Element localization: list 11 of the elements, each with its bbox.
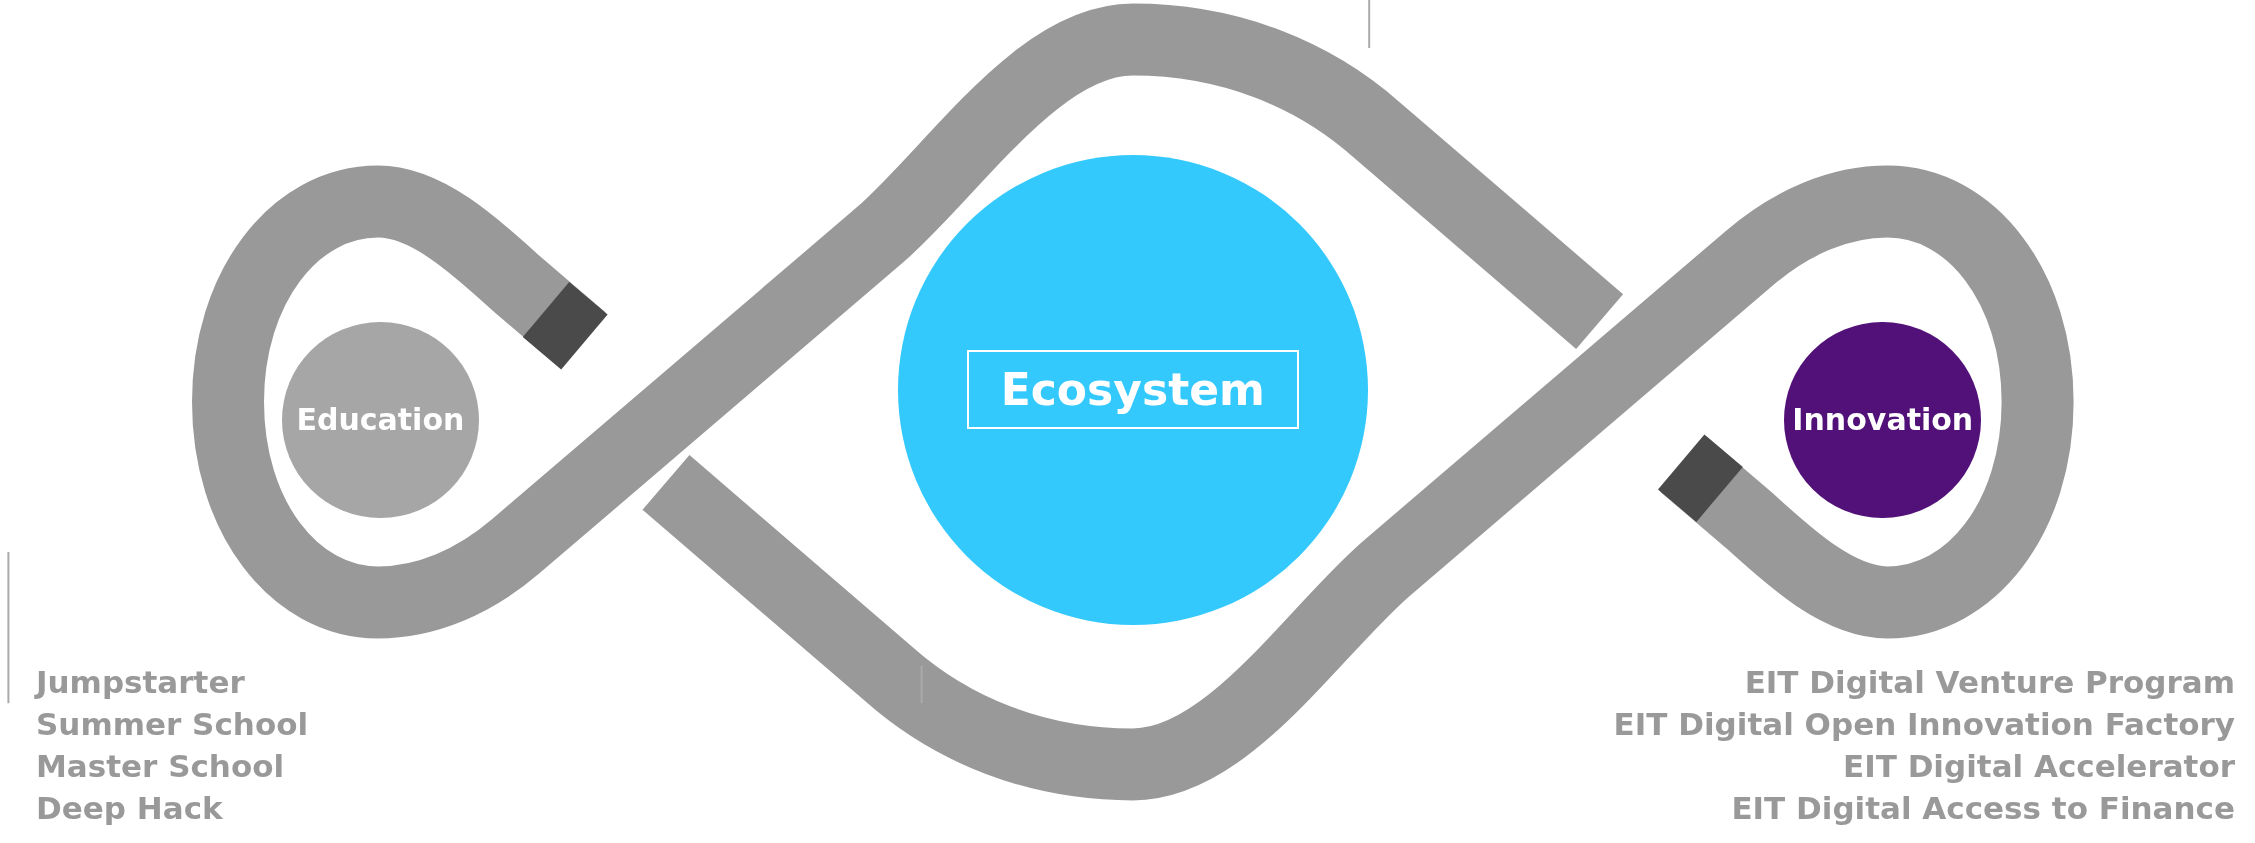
list-item: Jumpstarter xyxy=(36,663,245,702)
list-item: EIT Digital Open Innovation Factory xyxy=(1613,705,2235,744)
framed-label: Ecosystem xyxy=(966,350,1299,430)
node-label: Education xyxy=(296,402,465,438)
node-label: Innovation xyxy=(1792,402,1974,438)
list-item: EIT Digital Access to Finance xyxy=(1731,789,2235,828)
list-item: EIT Digital Accelerator xyxy=(1843,747,2235,786)
list-item: Master School xyxy=(36,747,285,786)
list-item: EIT Digital Venture Program xyxy=(1744,663,2235,702)
list-item: Deep Hack xyxy=(36,789,223,828)
list-item: Summer School xyxy=(36,705,309,744)
